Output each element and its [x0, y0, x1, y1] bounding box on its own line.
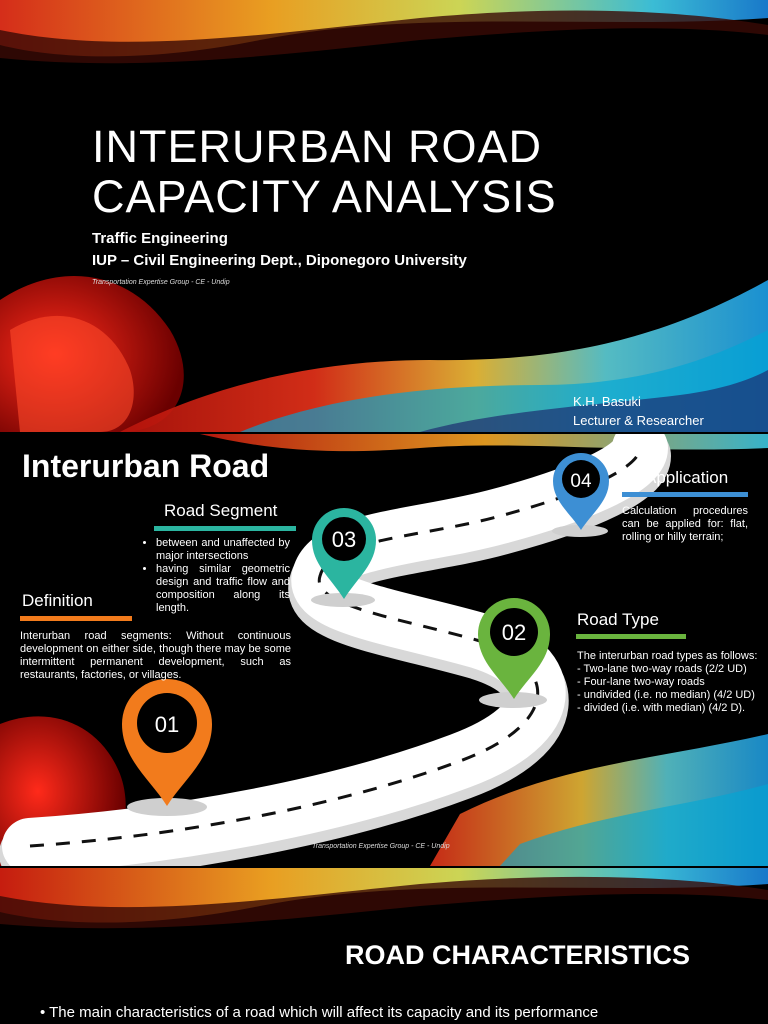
title-slide: INTERURBAN ROAD CAPACITY ANALYSIS Traffi… [0, 0, 768, 432]
application-underline [622, 492, 748, 497]
road-type-item-2: - Four-lane two-way roads [577, 676, 705, 688]
road-segment-bullet-1: between and unaffected by major intersec… [156, 537, 290, 563]
swirl-background [0, 0, 768, 432]
pin-02-marker: 02 [478, 598, 550, 699]
swirl-background-3 [0, 868, 768, 929]
pin-03-label: 03 [332, 527, 356, 552]
slide2-footer: Transportation Expertise Group - CE - Un… [312, 843, 450, 850]
road-segment-underline [154, 526, 296, 531]
definition-text: Interurban road segments: Without contin… [20, 630, 291, 681]
road-type-heading: Road Type [577, 610, 659, 629]
definition-heading: Definition [22, 591, 93, 610]
title-line-1: INTERURBAN ROAD [92, 121, 543, 172]
road-type-intro: The interurban road types as follows: [577, 650, 758, 662]
title-line-2: CAPACITY ANALYSIS [92, 171, 557, 222]
road-type-item-3: - undivided (i.e. no median) (4/2 UD) [577, 689, 755, 701]
road-segment-list: between and unaffected by major intersec… [142, 537, 290, 615]
pin-04-marker: 04 [553, 453, 609, 530]
presentation-title: INTERURBAN ROAD CAPACITY ANALYSIS [92, 122, 557, 222]
pin-01-marker: 01 [122, 679, 212, 806]
definition-underline [20, 616, 132, 621]
author-role: Lecturer & Researcher [573, 413, 704, 428]
pin-03-marker: 03 [312, 508, 376, 599]
subtitle-course: Traffic Engineering [92, 230, 228, 247]
road-type-text: The interurban road types as follows: - … [577, 650, 759, 715]
slide3-title: ROAD CHARACTERISTICS [345, 940, 691, 970]
road-characteristics-slide: ROAD CHARACTERISTICS • The main characte… [0, 868, 768, 1024]
author-name: K.H. Basuki [573, 394, 641, 409]
application-heading: Application [645, 468, 729, 487]
road-type-underline [576, 634, 686, 639]
pin-01-label: 01 [155, 712, 179, 737]
slide2-title: Interurban Road [22, 448, 270, 484]
slide1-footer: Transportation Expertise Group - CE - Un… [92, 279, 230, 286]
interurban-road-slide: 01 02 03 04 Interurban Road Road Segment… [0, 434, 768, 866]
pin-02-label: 02 [502, 620, 526, 645]
road-type-item-4: - divided (i.e. with median) (4/2 D). [577, 702, 746, 714]
road-segment-bullet-2: having similar geometric design and traf… [156, 563, 290, 615]
road-segment-heading: Road Segment [164, 501, 278, 520]
road-type-item-1: - Two-lane two-way roads (2/2 UD) [577, 663, 747, 675]
application-text: Calculation procedures can be applied fo… [622, 505, 748, 543]
subtitle-department: IUP – Civil Engineering Dept., Diponegor… [92, 252, 467, 269]
pin-04-label: 04 [570, 471, 592, 492]
slide3-bullet: • The main characteristics of a road whi… [40, 1004, 599, 1021]
road-infographic: 01 02 03 04 [0, 434, 768, 866]
